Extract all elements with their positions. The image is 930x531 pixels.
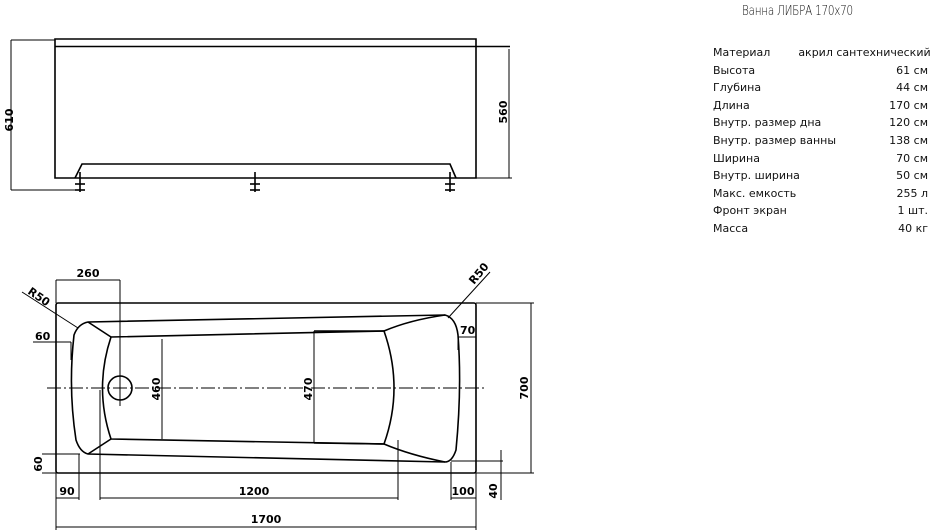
spec-value: 50 см (896, 169, 928, 183)
spec-label: Фронт экран (713, 204, 787, 218)
dimension-label: 460 (150, 377, 163, 400)
headrest-edge (87, 321, 112, 338)
spec-table: Материал акрил сантехнический Высота 61 см… (713, 44, 930, 238)
dimension-100: 100 (450, 462, 477, 530)
dimension-label: 700 (518, 376, 531, 399)
spec-row: Внутр. размер дна 120 см (713, 114, 928, 132)
dimension-90: 90 (55, 454, 80, 530)
spec-label: Материал (713, 46, 771, 59)
spec-label: Внутр. размер дна (713, 116, 822, 130)
spec-label: Внутр. размер ванны (713, 133, 837, 147)
spec-row: Ширина 70 см (713, 150, 928, 168)
dimension-260: 260 (55, 267, 121, 406)
leg-icon (250, 172, 260, 192)
spec-row: Материал акрил сантехнический (713, 44, 930, 62)
footrest-edge (383, 314, 446, 332)
footrest-edge (383, 443, 446, 463)
dimension-label: 560 (497, 100, 510, 123)
spec-value: 170 см (889, 98, 928, 112)
spec-value: акрил сантехнический (798, 46, 930, 59)
dimension-label: 40 (487, 483, 500, 499)
dimension-560: 560 (476, 49, 512, 179)
front-panel-base (74, 163, 457, 179)
drawing-title: Ванна ЛИБРА 170x70 (742, 4, 853, 19)
spec-value: 1 шт. (897, 204, 928, 218)
dimension-460: 460 (150, 339, 163, 439)
dimension-60-left: 60 (33, 330, 72, 360)
spec-value: 70 см (896, 151, 928, 165)
spec-row: Длина 170 см (713, 97, 928, 115)
dimension-label: 1700 (251, 513, 282, 526)
dimension-label: 260 (77, 267, 100, 280)
dimension-label: 70 (460, 324, 476, 337)
dimension-40: 40 (451, 450, 503, 500)
dimension-label: 470 (302, 377, 315, 400)
leg-icon (445, 172, 455, 192)
spec-row: Макс. емкость 255 л (713, 185, 928, 203)
top-view: 260 R50 R50 60 70 460 470 700 (21, 260, 534, 530)
side-body-outline (54, 38, 477, 179)
spec-label: Высота (713, 63, 756, 77)
dimension-r50-right: R50 (447, 260, 492, 319)
spec-value: 255 л (896, 186, 928, 200)
spec-label: Ширина (713, 151, 760, 165)
side-view: 610 560 (3, 38, 512, 192)
spec-label: Глубина (713, 81, 762, 95)
dimension-1200: 1200 (99, 390, 399, 500)
dimension-label: 1200 (239, 485, 270, 498)
dimension-r50-left: R50 (21, 285, 79, 329)
spec-value: 120 см (889, 116, 928, 130)
spec-label: Внутр. ширина (713, 169, 800, 183)
spec-row: Глубина 44 см (713, 79, 928, 97)
spec-row: Масса 40 кг (713, 220, 928, 238)
dimension-470: 470 (302, 330, 385, 445)
dimension-60-bottom: 60 (32, 453, 80, 474)
spec-value: 138 см (889, 133, 928, 147)
dimension-700: 700 (476, 302, 534, 474)
spec-value: 44 см (896, 81, 928, 95)
dimension-1700: 1700 (56, 513, 476, 528)
spec-row: Внутр. ширина 50 см (713, 167, 928, 185)
dimension-label: 60 (32, 456, 45, 472)
dimension-label: 60 (35, 330, 51, 343)
dimension-label: 610 (3, 108, 16, 131)
spec-value: 61 см (896, 63, 928, 77)
spec-row: Внутр. размер ванны 138 см (713, 132, 928, 150)
spec-value: 40 кг (898, 221, 928, 235)
dimension-70-right: 70 (457, 324, 476, 350)
spec-label: Масса (713, 221, 749, 235)
spec-label: Макс. емкость (713, 186, 797, 200)
spec-row: Высота 61 см (713, 62, 928, 80)
dimension-label: 100 (452, 485, 475, 498)
dimension-label: 90 (59, 485, 75, 498)
spec-row: Фронт экран 1 шт. (713, 202, 928, 220)
dimension-label: R50 (25, 285, 52, 309)
spec-label: Длина (713, 98, 750, 112)
dimension-610: 610 (3, 39, 78, 191)
